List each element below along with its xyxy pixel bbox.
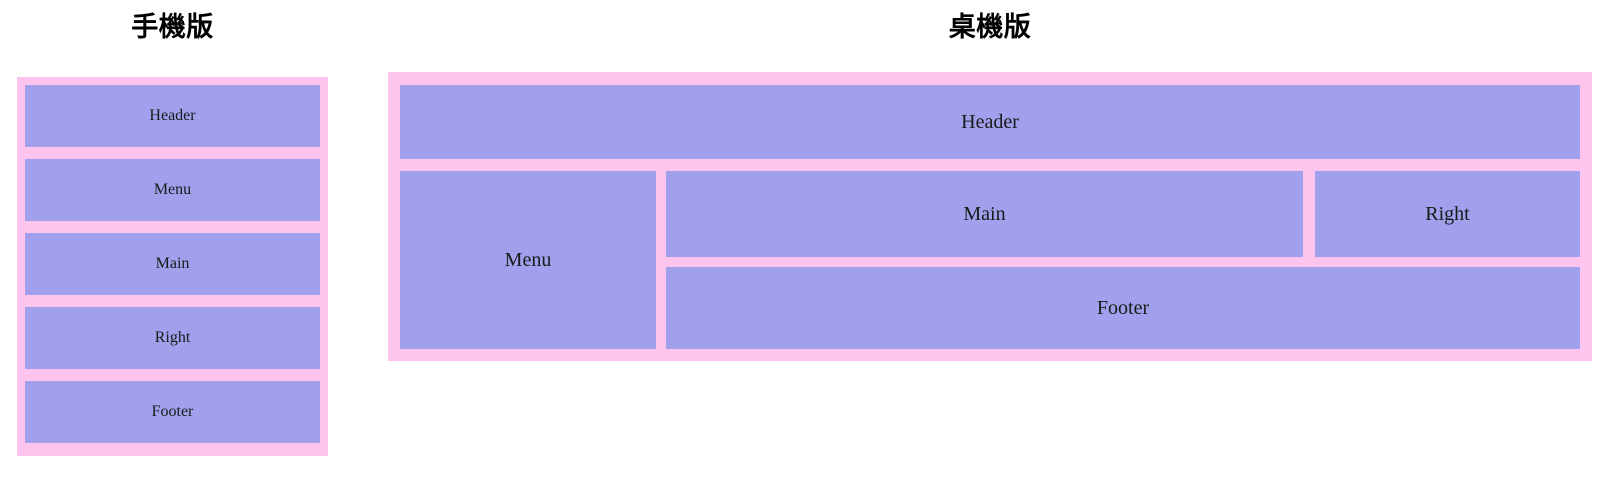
desktop-block-main-label: Main xyxy=(963,202,1006,225)
desktop-block-menu-label: Menu xyxy=(504,248,552,271)
mobile-block-main: Main xyxy=(25,233,320,295)
desktop-block-right: Right xyxy=(1315,171,1580,257)
mobile-block-main-label: Main xyxy=(155,255,190,272)
desktop-block-header-label: Header xyxy=(961,110,1019,133)
mobile-layout-frame: Header Menu Main Right Footer xyxy=(17,77,328,456)
mobile-block-right: Right xyxy=(25,307,320,369)
mobile-block-footer: Footer xyxy=(25,381,320,443)
mobile-block-menu: Menu xyxy=(25,159,320,221)
desktop-block-right-label: Right xyxy=(1425,202,1470,225)
desktop-block-footer: Footer xyxy=(666,267,1580,349)
desktop-section-title: 桌機版 xyxy=(948,12,1032,43)
mobile-block-header-label: Header xyxy=(149,107,196,124)
mobile-block-header: Header xyxy=(25,85,320,147)
desktop-layout-frame: Header Menu Main Right Footer xyxy=(388,72,1592,361)
mobile-block-footer-label: Footer xyxy=(151,403,194,420)
desktop-block-menu: Menu xyxy=(400,171,656,349)
desktop-block-main: Main xyxy=(666,171,1303,257)
mobile-block-menu-label: Menu xyxy=(153,181,192,198)
mobile-block-right-label: Right xyxy=(154,329,191,346)
mobile-section-title: 手機版 xyxy=(131,12,214,43)
desktop-block-footer-label: Footer xyxy=(1096,296,1150,319)
desktop-block-header: Header xyxy=(400,85,1580,159)
